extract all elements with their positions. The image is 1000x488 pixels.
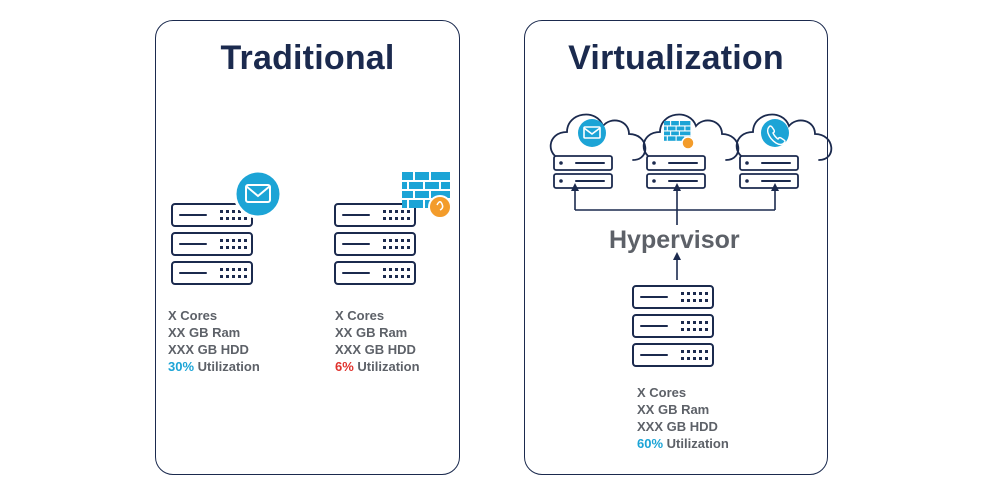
traditional-title: Traditional xyxy=(220,39,395,77)
host-hdd: XXX GB HDD xyxy=(637,419,718,434)
host-ram: XX GB Ram xyxy=(637,402,710,417)
host-utilization-label: Utilization xyxy=(666,436,729,451)
server-2-specs: X Cores XX GB Ram XXX GB HDD 6% Utilizat… xyxy=(335,307,420,375)
arrowheads xyxy=(571,183,779,260)
hypervisor-host-server xyxy=(632,285,714,367)
server-1-utilization-pct: 30% xyxy=(168,359,195,374)
server-1-specs: X Cores XX GB Ram XXX GB HDD 30% Utiliza… xyxy=(168,307,260,375)
host-specs: X Cores XX GB Ram XXX GB HDD 60% Utiliza… xyxy=(637,384,729,452)
traditional-server-1 xyxy=(171,203,253,285)
server-2-utilization-pct: 6% xyxy=(335,359,354,374)
firewall-icon xyxy=(401,171,452,219)
hypervisor-connectors xyxy=(574,188,776,280)
server-2-hdd: XXX GB HDD xyxy=(335,342,416,357)
server-1-utilization: 30% Utilization xyxy=(168,358,260,375)
host-cores: X Cores xyxy=(637,385,687,400)
hypervisor-label: Hypervisor xyxy=(609,226,740,254)
traditional-server-2 xyxy=(334,203,416,285)
virtualization-title: Virtualization xyxy=(568,39,784,77)
mail-icon xyxy=(578,119,606,147)
server-1-utilization-label: Utilization xyxy=(197,359,260,374)
phone-icon xyxy=(761,119,789,147)
mail-icon xyxy=(233,169,283,219)
host-utilization-pct: 60% xyxy=(637,436,664,451)
server-2-cores: X Cores xyxy=(335,308,385,323)
server-1-ram: XX GB Ram xyxy=(168,325,241,340)
server-1-cores: X Cores xyxy=(168,308,218,323)
server-1-hdd: XXX GB HDD xyxy=(168,342,249,357)
server-2-utilization-label: Utilization xyxy=(357,359,420,374)
host-utilization: 60% Utilization xyxy=(637,435,729,452)
flame-badge xyxy=(681,136,695,150)
server-2-ram: XX GB Ram xyxy=(335,325,408,340)
server-2-utilization: 6% Utilization xyxy=(335,358,420,375)
traditional-panel: Traditional xyxy=(155,20,460,475)
virtualization-panel: Virtualization xyxy=(524,20,828,475)
cloud-vm-firewall xyxy=(642,113,740,189)
